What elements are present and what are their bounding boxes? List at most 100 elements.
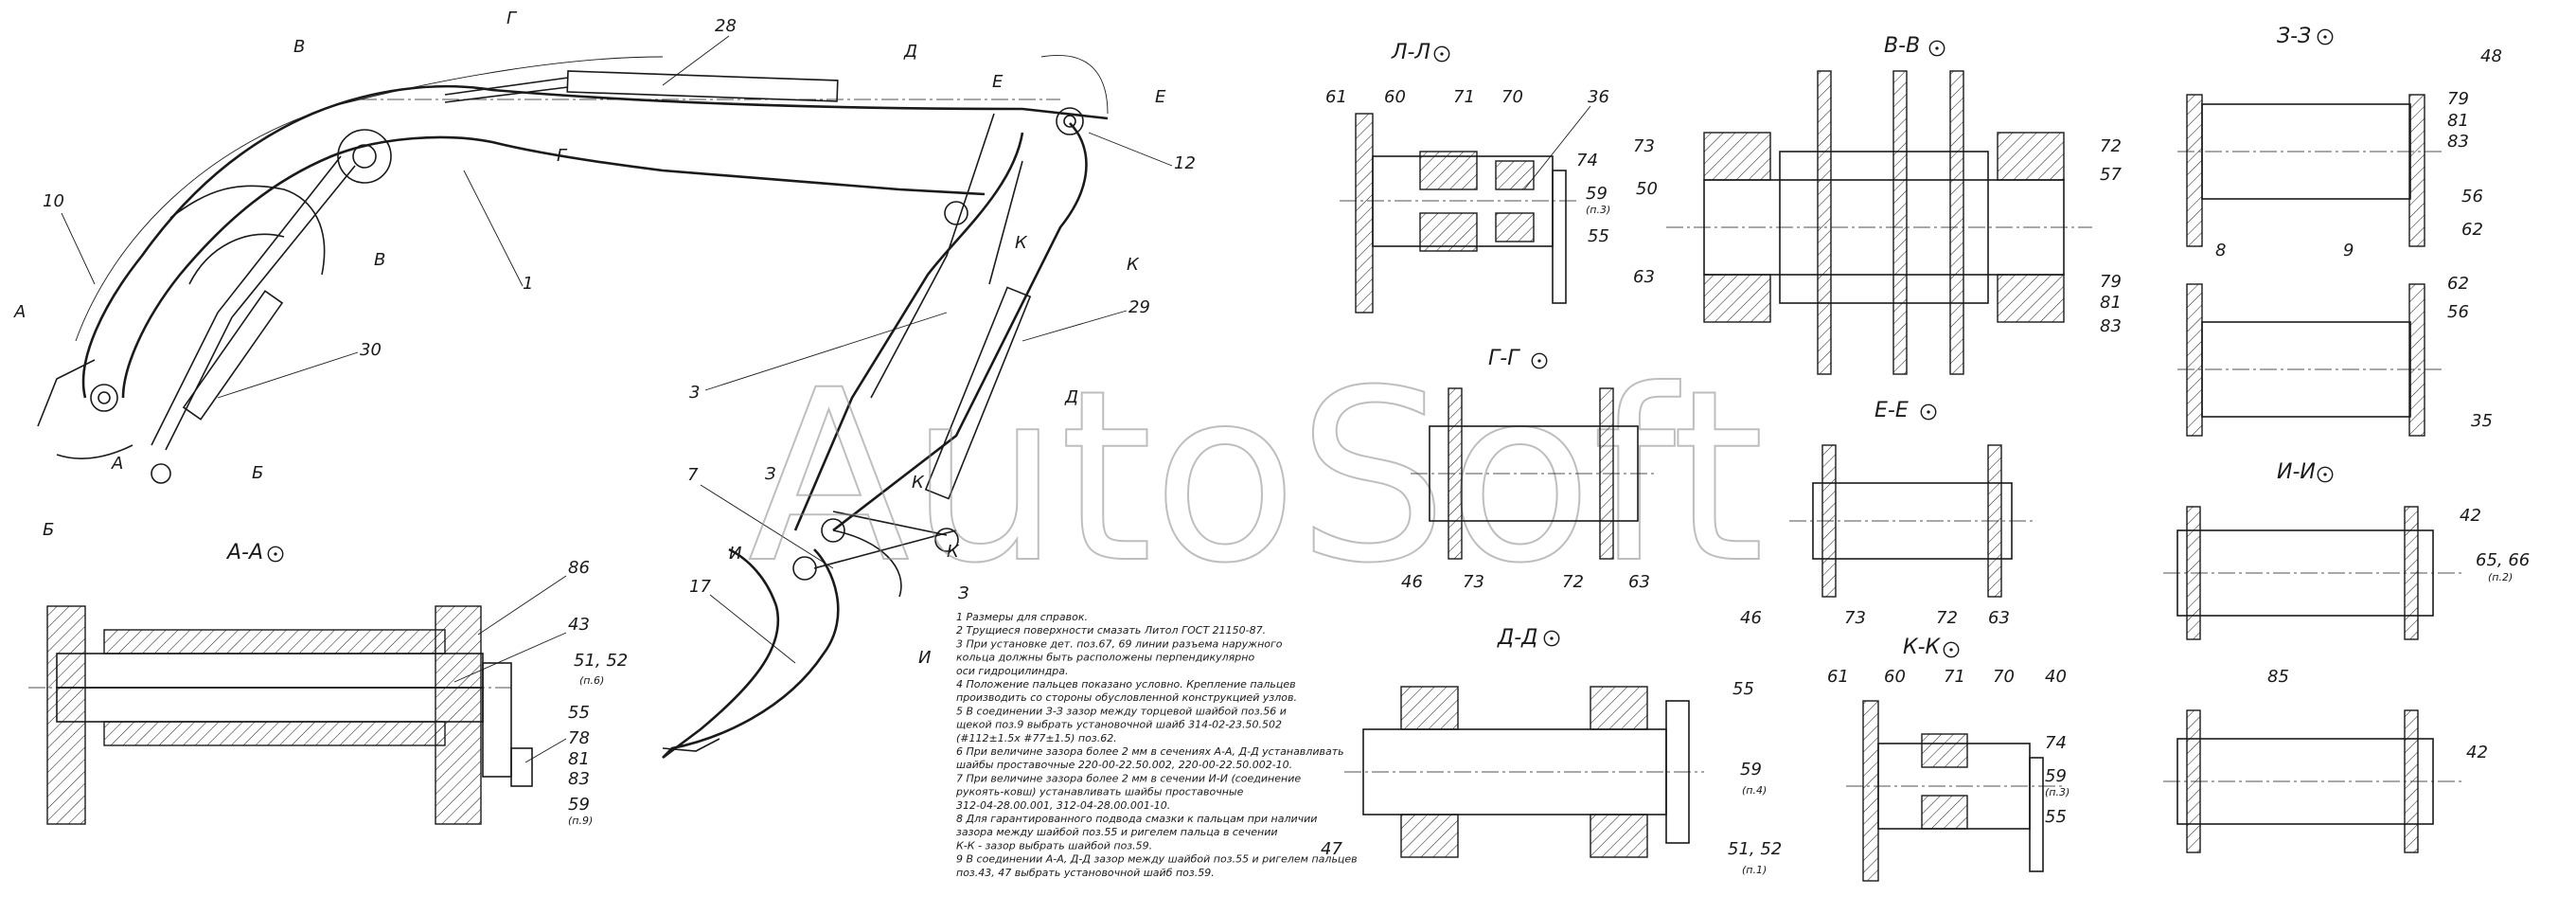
ee-label-63: 63 — [1988, 608, 2010, 628]
marker-k2: К — [1127, 255, 1140, 275]
gg-label-72: 72 — [1562, 572, 1584, 592]
aa-label-59: 59 — [568, 795, 590, 815]
aa-note-p6: (п.6) — [579, 674, 604, 687]
aa-label-55: 55 — [568, 703, 590, 723]
marker-k3: К — [912, 473, 925, 493]
dd-note-p1: (п.1) — [1742, 864, 1767, 876]
marker-v: В — [293, 37, 305, 57]
dd-label-47: 47 — [1321, 839, 1342, 859]
note-line: 1 Размеры для справок. — [956, 611, 1088, 623]
section-l-l: Л-Л 61 60 71 70 36 74 59 (п.3) 55 — [1325, 41, 1610, 314]
zz-label-56b: 56 — [2447, 302, 2469, 322]
ee-label-73: 73 — [1844, 608, 1866, 628]
note-line: производить со стороны обусловленной кон… — [956, 691, 1297, 704]
section-d-d-title: Д-Д — [1497, 626, 1537, 650]
label-30: 30 — [360, 340, 382, 360]
marker-z: З — [765, 464, 776, 484]
note-line: 3 При установке дет. поз.67, 69 линии ра… — [956, 637, 1283, 650]
dd-label-5152: 51, 52 — [1728, 839, 1782, 859]
section-a-a: А-А 86 43 51, 52 (п.6) 55 78 81 83 59 (п… — [28, 541, 628, 827]
technical-notes: 1 Размеры для справок.2 Трущиеся поверхн… — [955, 611, 1358, 879]
ll-label-60: 60 — [1384, 87, 1406, 107]
zz-label-79: 79 — [2447, 89, 2469, 109]
gg-label-73: 73 — [1463, 572, 1484, 592]
marker-g: Г — [506, 9, 518, 28]
marker-d2: Д — [1064, 387, 1078, 407]
section-markers: В Г Г В Д Е Е К К Д А А Б Б З З И И К К — [13, 9, 1166, 668]
dd-note-p4: (п.4) — [1742, 784, 1767, 797]
watermark: AutoSoft — [748, 339, 1765, 615]
zz-label-35: 35 — [2471, 411, 2493, 431]
kk-label-40: 40 — [2045, 667, 2067, 687]
ee-label-72: 72 — [1936, 608, 1958, 628]
ii-note-p2: (п.2) — [2488, 571, 2513, 583]
zz-label-56: 56 — [2461, 187, 2483, 206]
vv-label-50: 50 — [1636, 179, 1658, 199]
kk-label-60: 60 — [1884, 667, 1906, 687]
vv-label-72: 72 — [2100, 136, 2122, 156]
ll-label-59: 59 — [1586, 184, 1608, 204]
note-line: зазора между шайбой поз.55 и ригелем пал… — [956, 826, 1278, 838]
kk-note-p3: (п.3) — [2045, 786, 2070, 798]
ii-label-85: 85 — [2267, 667, 2289, 687]
note-line: 312-04-28.00.001, 312-04-28.00.001-10. — [956, 799, 1170, 812]
vv-label-63: 63 — [1633, 267, 1655, 287]
section-d-d: Д-Д 55 59 (п.4) 47 51, 52 (п.1) — [1321, 626, 1782, 876]
aa-label-83: 83 — [568, 769, 590, 789]
vv-label-57: 57 — [2100, 165, 2122, 185]
note-line: 8 Для гарантированного подвода смазки к … — [956, 813, 1317, 825]
aa-label-5152: 51, 52 — [574, 651, 628, 671]
label-28: 28 — [715, 16, 737, 36]
marker-a: А — [13, 302, 26, 322]
section-k-k: К-К 61 60 71 70 40 74 59 (п.3) 55 — [1827, 636, 2070, 882]
section-k-k-title: К-К — [1903, 636, 1942, 659]
section-z-z: З-З 48 79 81 83 56 62 8 9 62 56 35 — [2177, 25, 2502, 437]
ii-label-42: 42 — [2460, 506, 2481, 526]
zz-label-81: 81 — [2447, 111, 2469, 131]
section-l-l-title: Л-Л — [1391, 41, 1430, 64]
marker-k: К — [1015, 233, 1028, 253]
vv-label-79: 79 — [2100, 272, 2122, 292]
vv-label-83: 83 — [2100, 316, 2122, 336]
vv-label-73: 73 — [1633, 136, 1655, 156]
vv-label-81: 81 — [2100, 293, 2122, 313]
zz-label-48: 48 — [2480, 46, 2502, 66]
note-line: 6 При величине зазора более 2 мм в сечен… — [956, 745, 1344, 758]
ll-label-70: 70 — [1501, 87, 1523, 107]
section-e-e: Е-Е 46 73 72 63 — [1740, 399, 2035, 628]
marker-g2: Г — [557, 146, 568, 166]
note-line: 7 При величине зазора более 2 мм в сечен… — [956, 772, 1301, 784]
dd-label-59: 59 — [1740, 760, 1762, 780]
dd-label-55: 55 — [1732, 679, 1754, 699]
section-g-g: Г-Г 46 73 72 63 — [1401, 347, 1657, 592]
zz-label-62b: 62 — [2447, 274, 2469, 294]
ee-label-46: 46 — [1740, 608, 1762, 628]
ii-label-6566: 65, 66 — [2476, 550, 2530, 570]
section-i-i-title: И-И — [2277, 460, 2316, 484]
label-12: 12 — [1174, 153, 1196, 173]
gg-label-63: 63 — [1628, 572, 1650, 592]
zz-label-8: 8 — [2215, 241, 2226, 260]
marker-e2: Е — [1155, 87, 1166, 107]
marker-i: И — [729, 544, 741, 564]
note-line: К-К - зазор выбрать шайбой поз.59. — [956, 839, 1152, 851]
aa-label-81: 81 — [568, 749, 590, 769]
label-10: 10 — [43, 191, 64, 211]
marker-k4: К — [947, 542, 960, 562]
kk-label-55: 55 — [2045, 807, 2067, 827]
section-v-v-title: В-В — [1884, 34, 1920, 58]
ll-label-36: 36 — [1588, 87, 1609, 107]
aa-label-43: 43 — [568, 615, 590, 635]
note-line: 4 Положение пальцев показано условно. Кр… — [956, 678, 1296, 690]
section-a-a-title: А-А — [225, 541, 263, 565]
marker-z2: З — [958, 583, 969, 603]
marker-b2: Б — [43, 520, 54, 540]
kk-label-59: 59 — [2045, 766, 2067, 786]
aa-label-78: 78 — [568, 728, 590, 748]
position-labels-main: 28 1 10 30 12 29 3 7 17 — [43, 16, 1196, 664]
note-line: поз.43, 47 выбрать установочной шайб поз… — [956, 867, 1215, 879]
marker-i2: И — [918, 648, 931, 668]
note-line: 5 В соединении З-З зазор между торцевой … — [956, 705, 1287, 717]
note-line: кольца должны быть расположены перпендик… — [956, 652, 1254, 664]
